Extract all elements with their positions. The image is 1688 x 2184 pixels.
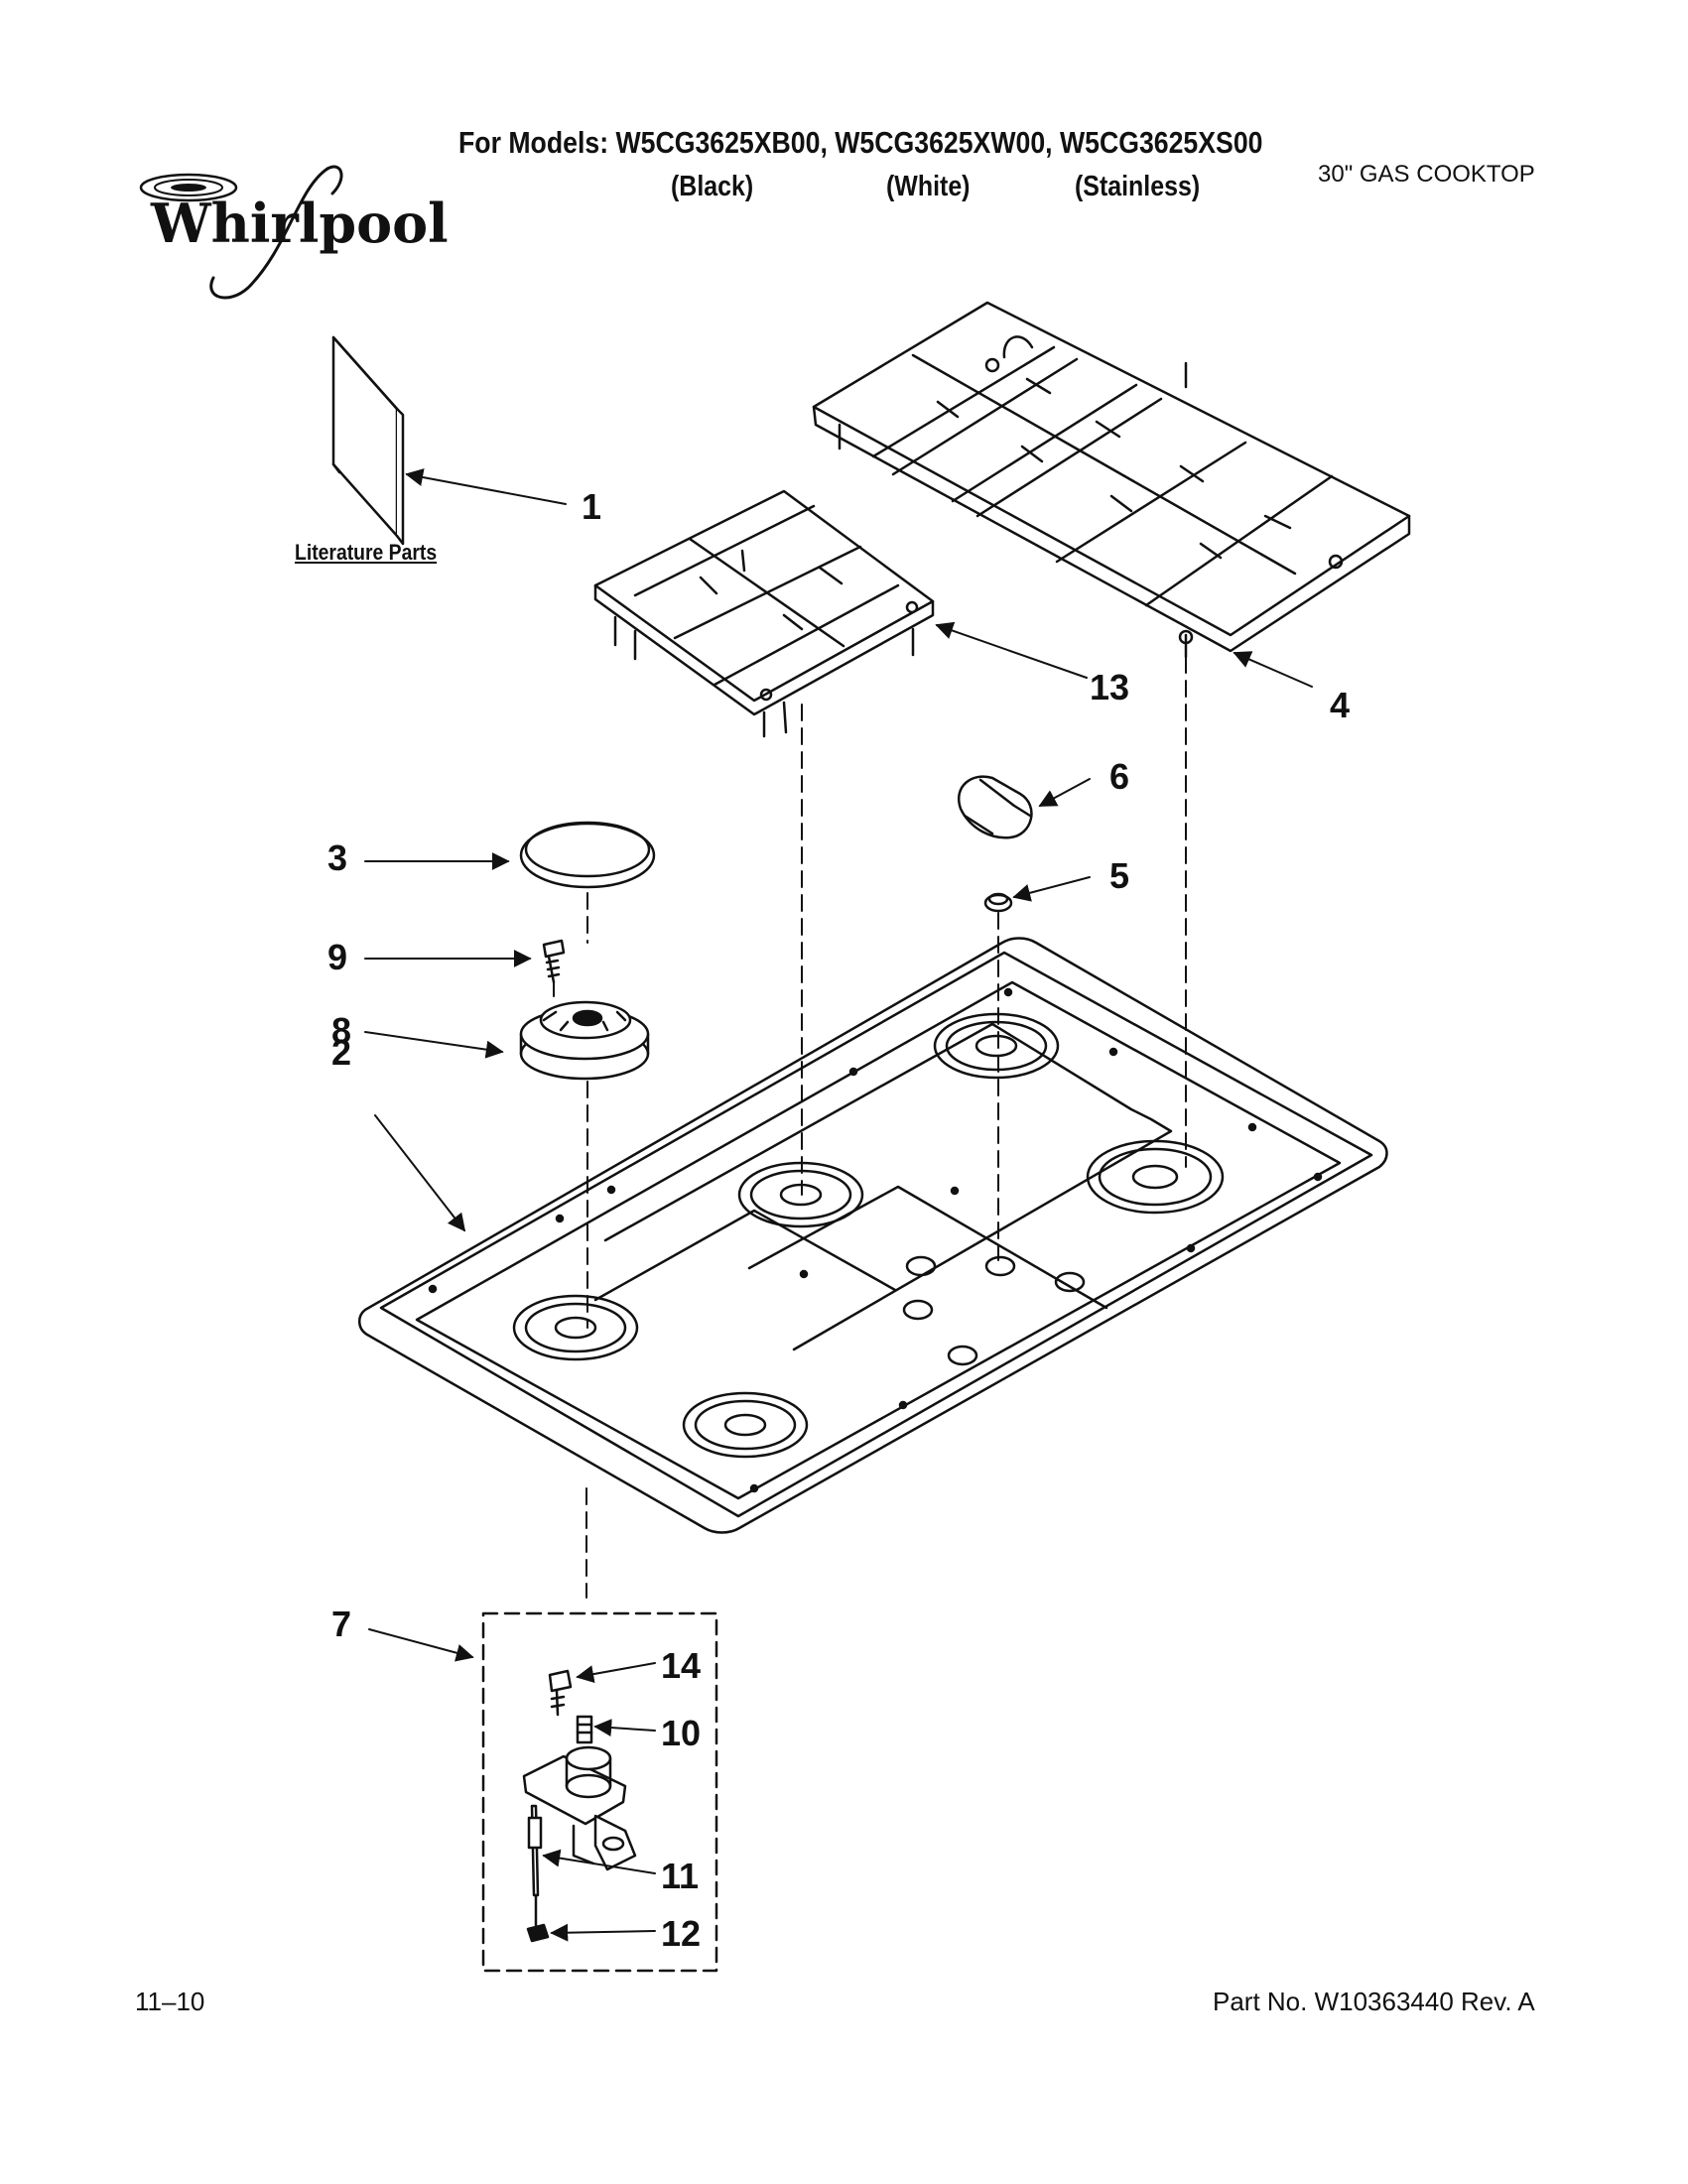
- burner-valve-bracket: [522, 1745, 637, 1871]
- callout-8: 8: [331, 1010, 352, 1051]
- color-stainless-label: (Stainless): [1075, 171, 1201, 202]
- literature-booklet: [331, 335, 405, 546]
- footer-part-number: Part No. W10363440 Rev. A: [1213, 1987, 1535, 2016]
- literature-parts-label: Literature Parts: [295, 540, 438, 565]
- small-grate: [593, 489, 935, 738]
- callout-14: 14: [661, 1645, 702, 1686]
- burner-cap: [519, 821, 656, 889]
- callout-11: 11: [661, 1856, 700, 1896]
- callout-2: 2: [331, 1032, 352, 1073]
- knob-bezel: [983, 892, 1013, 913]
- cooktop-main-top: [358, 937, 1388, 1534]
- callout-10: 10: [661, 1713, 702, 1753]
- valve-screw: [548, 1669, 573, 1717]
- orifice: [576, 1715, 593, 1744]
- leader-arrows: [364, 468, 1313, 1942]
- footer-date-code: 11–10: [135, 1987, 205, 2016]
- callout-9: 9: [327, 937, 348, 977]
- alignment-lines: [553, 656, 1187, 1599]
- control-knob: [958, 775, 1033, 839]
- color-white-label: (White): [886, 171, 971, 202]
- burner-screw: [542, 939, 566, 984]
- color-black-label: (Black): [671, 171, 754, 202]
- callout-4: 4: [1330, 685, 1351, 725]
- large-grate: [812, 301, 1411, 659]
- valve-assembly-box: [481, 1611, 718, 1973]
- spark-electrode: [527, 1804, 543, 1927]
- callout-12: 12: [661, 1913, 702, 1954]
- whirlpool-logo: Whirlpool: [139, 165, 449, 300]
- electrode-clip: [526, 1923, 550, 1943]
- product-title: 30" GAS COOKTOP: [1318, 161, 1535, 188]
- callout-7: 7: [331, 1604, 352, 1644]
- callout-6: 6: [1109, 756, 1130, 797]
- callout-13: 13: [1090, 667, 1130, 707]
- callout-3: 3: [327, 837, 348, 878]
- callout-1: 1: [582, 486, 602, 527]
- brand-logo-text: Whirlpool: [150, 192, 449, 255]
- callout-5: 5: [1109, 855, 1130, 896]
- burner-base: [519, 1000, 650, 1081]
- models-line: For Models: W5CG3625XB00, W5CG3625XW00, …: [458, 125, 1263, 160]
